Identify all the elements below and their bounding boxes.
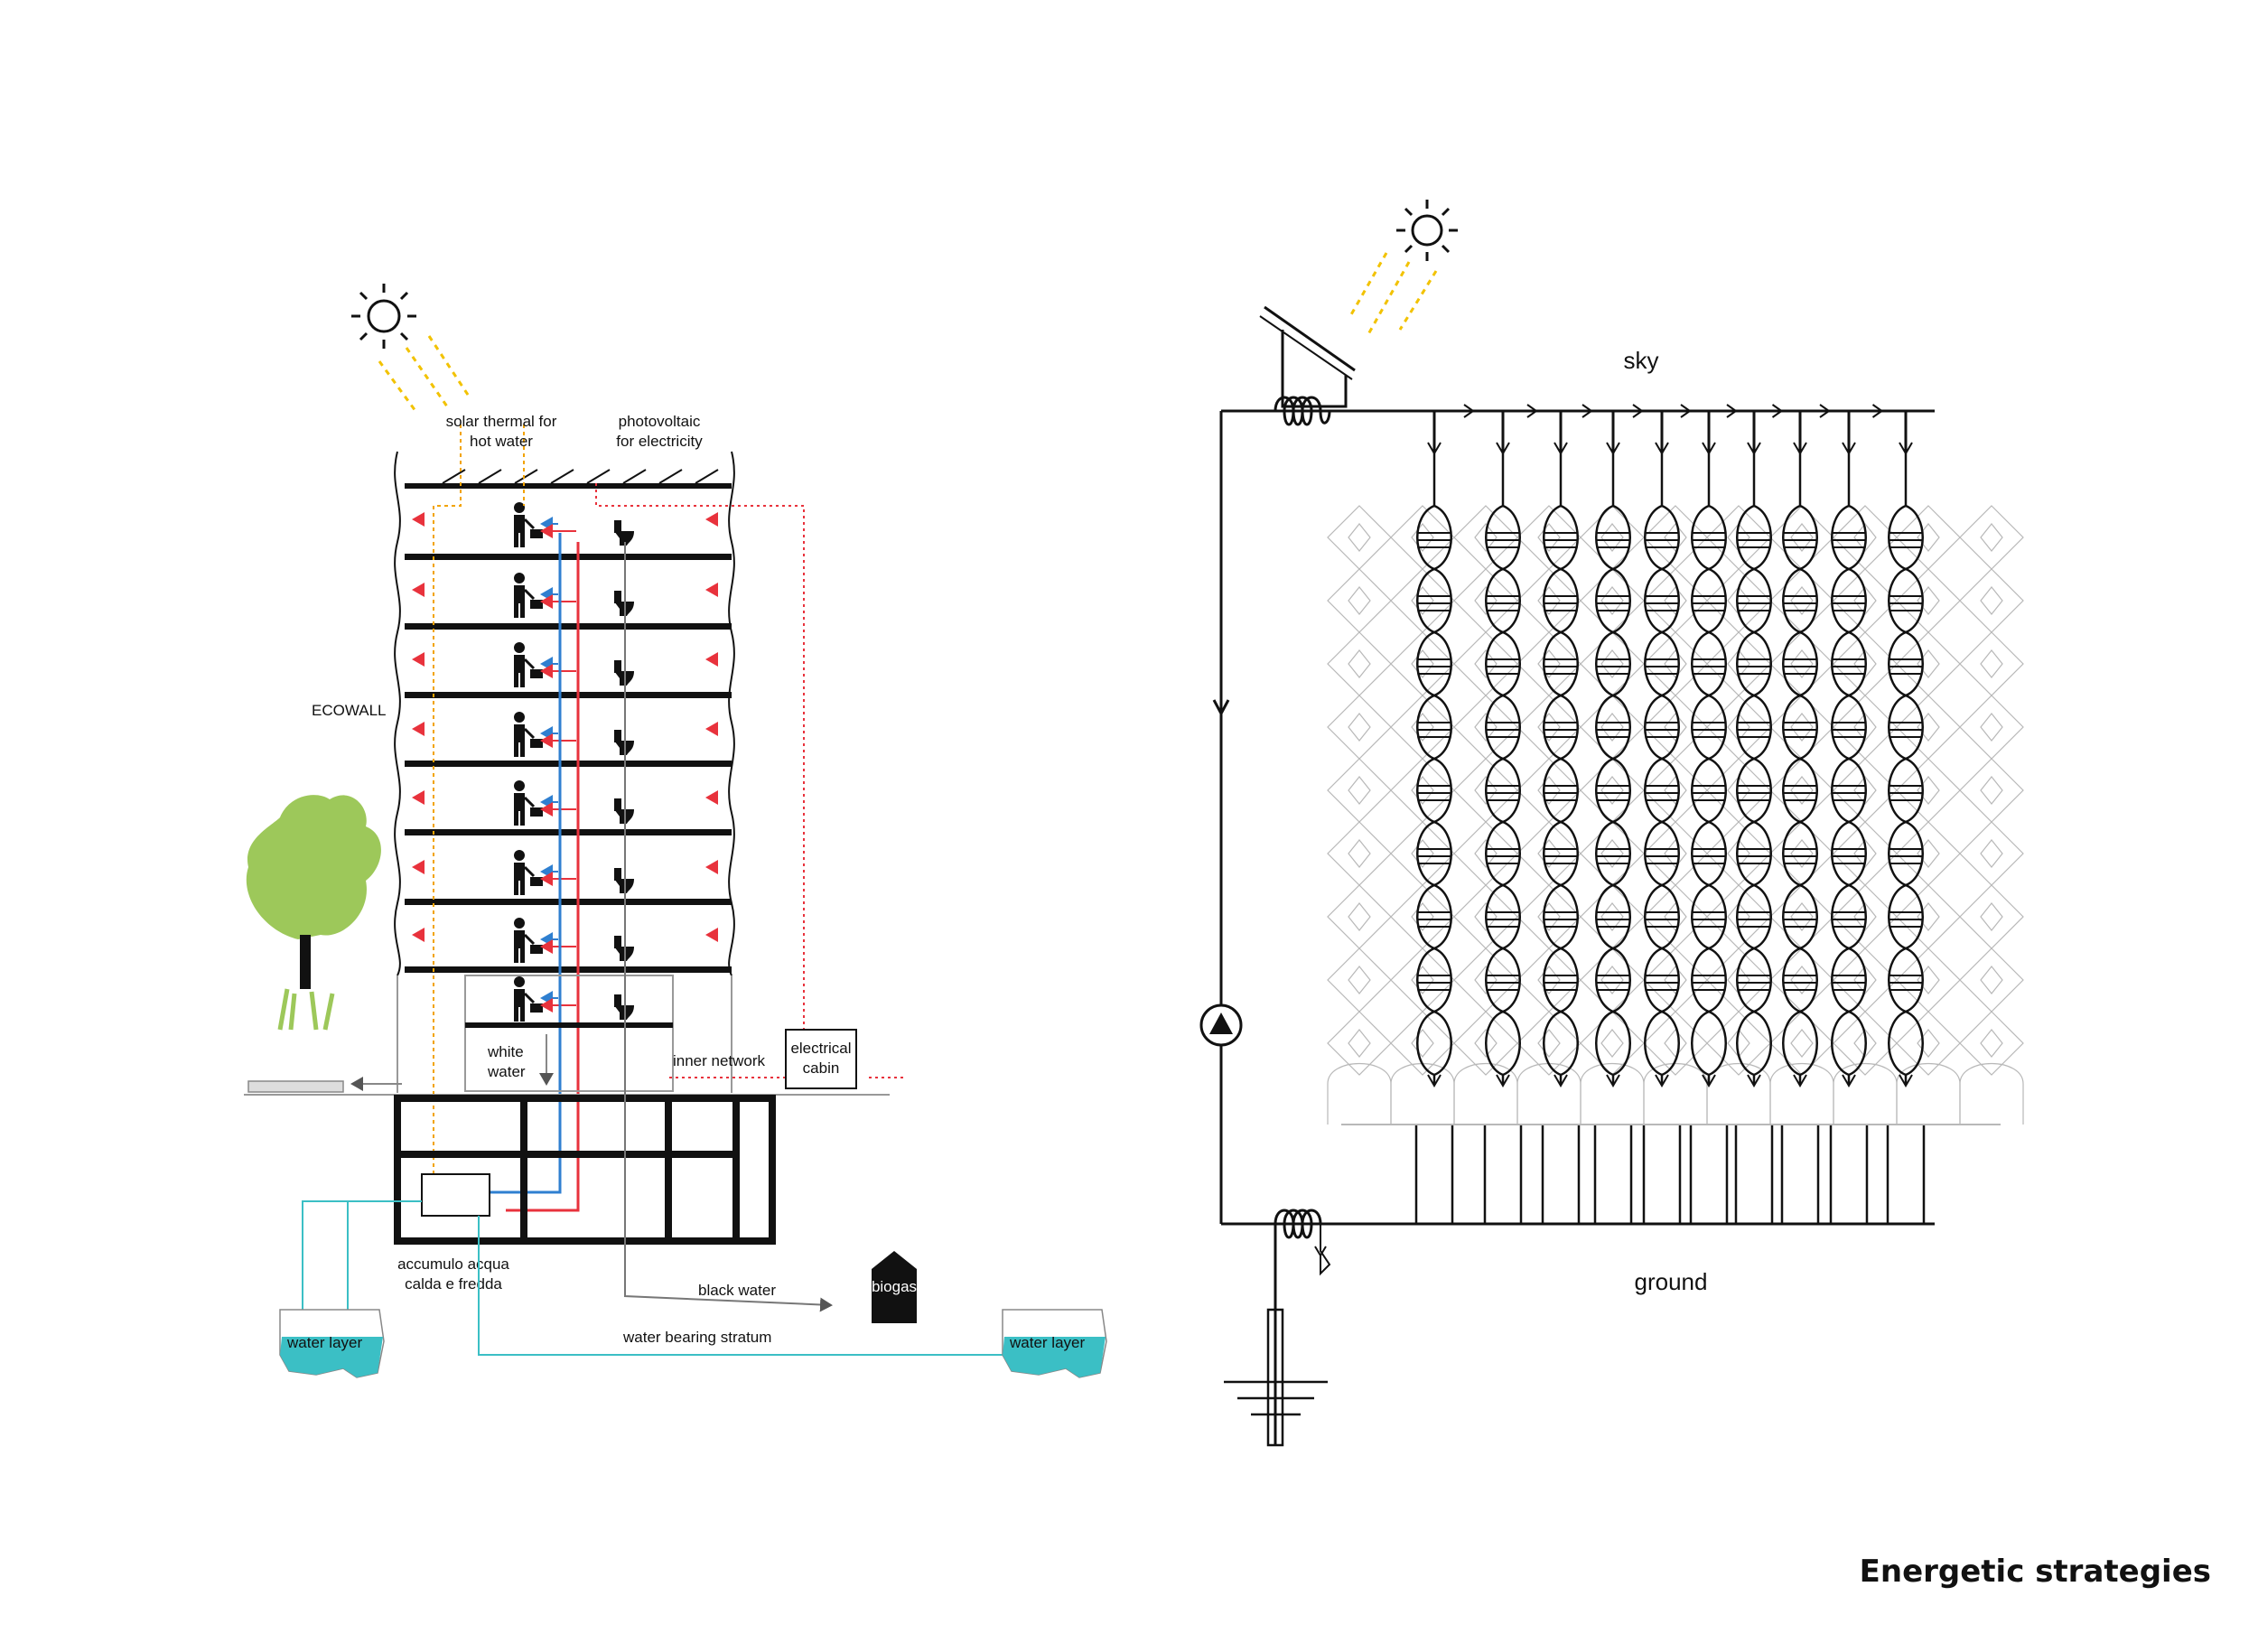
floor-slab <box>405 692 732 698</box>
biogas-tank-icon <box>872 1251 917 1323</box>
electrical-cabin-box <box>785 1029 857 1089</box>
hot-water-riser <box>506 542 580 1212</box>
basement-structure <box>394 1095 776 1245</box>
ecowall-facade <box>394 451 735 1093</box>
accumulo-label-1: accumulo acqua <box>397 1255 509 1273</box>
white-water-line <box>350 1034 554 1091</box>
coil-icon <box>1274 396 1331 426</box>
water-layer-right <box>1002 1309 1107 1378</box>
photovoltaic-label-2: for electricity <box>616 433 703 450</box>
person-icon <box>514 780 543 826</box>
building-section-diagram: electrical cabin white water inner netwo… <box>244 284 1107 1378</box>
sun-rays <box>1348 252 1438 335</box>
accumulo-label-2: calda e fredda <box>405 1275 502 1293</box>
solar-panel-array <box>442 469 719 484</box>
floor-slab <box>405 761 732 767</box>
floor-slab <box>405 899 732 905</box>
ground-label: ground <box>1635 1268 1708 1295</box>
floor-slabs <box>405 554 732 973</box>
floor-slab <box>405 554 732 560</box>
person-icon <box>514 573 543 618</box>
biogas-label: biogas <box>872 1278 917 1295</box>
ecowall-channels <box>1414 404 1926 1224</box>
floor-slab <box>405 623 732 630</box>
electrical-line <box>595 483 903 1078</box>
ecowall-label: ECOWALL <box>312 702 387 719</box>
sun-icon <box>351 284 416 349</box>
roof-slab <box>405 483 732 489</box>
floor-slab <box>405 829 732 835</box>
black-water-line <box>624 542 833 1312</box>
pump-icon <box>1199 1003 1243 1047</box>
electrical-cabin-label-1: electrical <box>790 1040 851 1057</box>
person-icon <box>514 976 543 1022</box>
water-layer-left-label: water layer <box>286 1334 362 1351</box>
sun-rays <box>378 335 471 412</box>
page-title: Energetic strategies <box>1859 1554 2211 1590</box>
water-layer-left <box>279 1309 385 1378</box>
person-icon <box>514 642 543 687</box>
floor-slab <box>405 966 732 973</box>
solar-panel-icon <box>1259 305 1356 408</box>
photovoltaic-label-1: photovoltaic <box>619 413 701 430</box>
toilet-icon <box>614 520 634 546</box>
electrical-cabin-label-2: cabin <box>803 1059 840 1077</box>
ecowall-lattice <box>1327 505 2024 1125</box>
person-icon <box>514 712 543 757</box>
solar-thermal-label-2: hot water <box>470 433 533 450</box>
ecowall-circuit-diagram: sky ground <box>1199 200 2024 1447</box>
person-icon <box>514 850 543 895</box>
solar-thermal-line <box>433 425 525 1201</box>
ground-probe <box>1224 1308 1328 1447</box>
black-water-label: black water <box>698 1282 776 1299</box>
sun-icon <box>1396 200 1458 261</box>
ground-floor-slab <box>465 1022 673 1028</box>
white-water-label-1: white <box>487 1043 524 1060</box>
coil-icon <box>1274 1209 1331 1445</box>
water-bearing-stratum-label: water bearing stratum <box>622 1329 771 1346</box>
tree-icon <box>246 795 381 1093</box>
white-water-label-2: water <box>487 1063 526 1080</box>
cold-water-riser <box>488 533 562 1194</box>
ground-floor-room <box>464 975 674 1092</box>
solar-thermal-label-1: solar thermal for <box>446 413 557 430</box>
accumulo-tank <box>421 1173 490 1217</box>
inner-network-label: inner network <box>673 1052 766 1069</box>
water-layer-right-label: water layer <box>1009 1334 1085 1351</box>
sky-label: sky <box>1624 347 1659 374</box>
person-icon <box>514 918 543 963</box>
person-icon <box>514 502 543 547</box>
